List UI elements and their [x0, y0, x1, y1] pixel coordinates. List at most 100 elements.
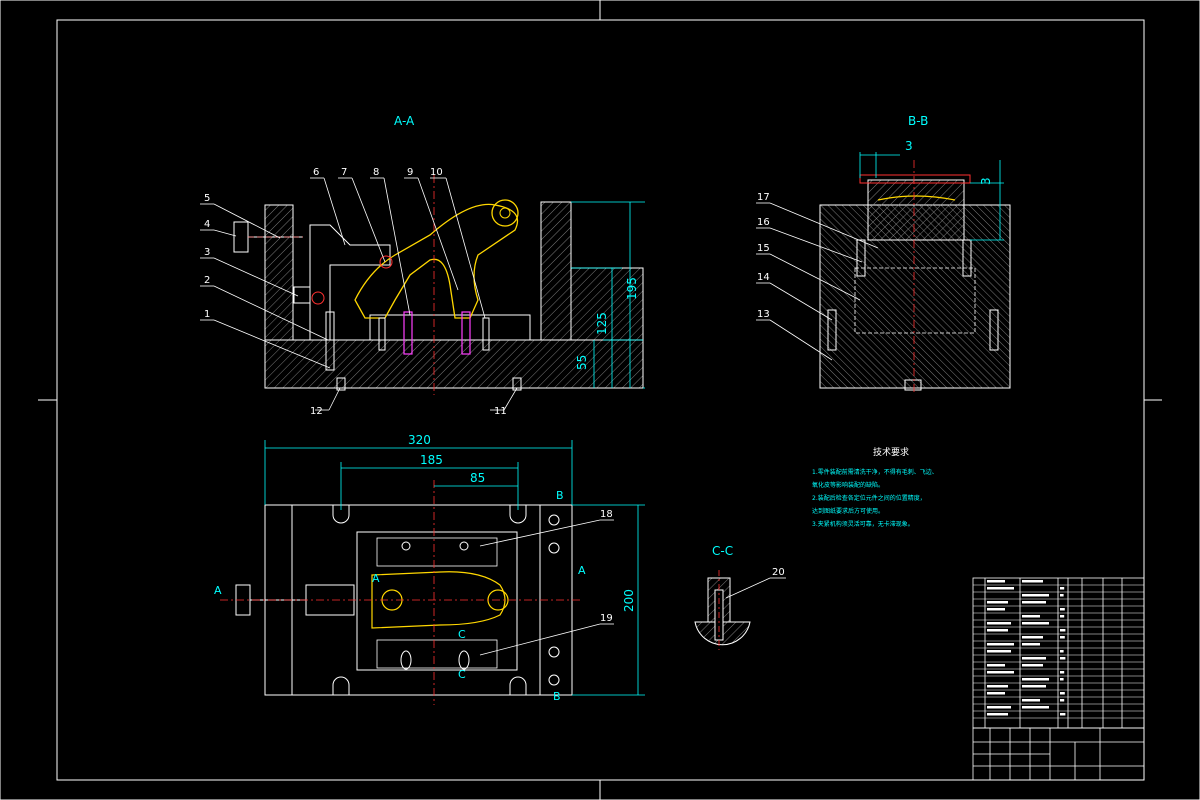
- bom-cell-text-mark: [1060, 699, 1065, 702]
- section-cc-title: C-C: [712, 544, 733, 558]
- part-label-10: 10: [430, 167, 443, 178]
- pivot-circle: [379, 255, 393, 269]
- bom-cell-text-mark: [1060, 587, 1065, 590]
- part-label-1: 1: [204, 309, 210, 320]
- bom-cell-text-mark: [987, 643, 1014, 646]
- workpiece-boss: [491, 199, 519, 227]
- bom-cell-text-mark: [1060, 629, 1066, 632]
- part-label-16: 16: [757, 217, 770, 228]
- part-label-3: 3: [204, 247, 210, 258]
- workpiece-hole: [499, 207, 511, 219]
- bom-cell-text-mark: [1060, 636, 1065, 639]
- bom-cell-text-mark: [1022, 706, 1049, 709]
- workpiece-lever: [354, 203, 519, 319]
- right-column: [540, 201, 572, 341]
- mark-b-top: B: [556, 489, 564, 502]
- bom-cell-text-mark: [987, 706, 1011, 709]
- bom-cell-text-mark: [1022, 685, 1046, 688]
- tech-req-line-3: 达到图纸要求后方可使用。: [812, 507, 884, 515]
- nut-3: [293, 286, 311, 304]
- bb-top-plate: [867, 179, 965, 241]
- aa-dimension-lines: [571, 201, 645, 389]
- part-label-17: 17: [757, 192, 770, 203]
- bom-cell-text-mark: [1060, 713, 1066, 716]
- bom-cell-text-mark: [1060, 650, 1064, 653]
- tech-req-line-4: 3.夹紧机构须灵活可靠，无卡滞现象。: [812, 520, 914, 528]
- base-screws: [378, 317, 490, 351]
- bb-workpiece: [877, 195, 956, 201]
- dim-185: 185: [420, 453, 443, 467]
- top-fixture-plate: [356, 531, 518, 671]
- mark-a-small: A: [372, 572, 380, 585]
- bom-cell-text-mark: [1022, 601, 1046, 604]
- section-aa-title: A-A: [394, 114, 415, 128]
- bom-cell-text-mark: [987, 601, 1008, 604]
- bom-cell-text-mark: [1060, 657, 1066, 660]
- bom-text-marks: [987, 580, 1066, 716]
- bom-cell-text-mark: [1060, 671, 1065, 674]
- top-view: 320 185 85 200 A A A B B C C 18 19: [214, 433, 645, 705]
- part-label-8: 8: [373, 167, 379, 178]
- bom-cell-text-mark: [1022, 664, 1043, 667]
- bom-cell-text-mark: [987, 629, 1008, 632]
- tech-req-title: 技术要求: [873, 446, 909, 458]
- part-label-14: 14: [757, 272, 770, 283]
- part-label-13: 13: [757, 309, 770, 320]
- dim-200: 200: [622, 589, 636, 612]
- knob-4: [233, 221, 249, 253]
- aa-leaders: [200, 177, 518, 411]
- technical-requirements: 技术要求 1.零件装配前需清洗干净，不得有毛刺、飞边、 氧化皮等影响装配的缺陷。…: [812, 446, 938, 528]
- bom-cell-text-mark: [1022, 594, 1049, 597]
- clamp-body: [309, 224, 391, 341]
- bom-cell-text-mark: [1060, 615, 1065, 618]
- mark-a-left: A: [214, 584, 222, 597]
- part-label-4: 4: [204, 219, 210, 230]
- dim-55: 55: [575, 355, 589, 370]
- dim-125: 125: [595, 312, 609, 335]
- bom-cell-text-mark: [987, 692, 1005, 695]
- top-holes: [400, 514, 560, 686]
- part-label-12: 12: [310, 406, 323, 417]
- part-label-6: 6: [313, 167, 319, 178]
- bom-cell-text-mark: [987, 713, 1008, 716]
- mark-a-right: A: [578, 564, 586, 577]
- bom-cell-text-mark: [1022, 678, 1049, 681]
- bom-cell-text-mark: [1022, 580, 1043, 583]
- top-slots: [332, 505, 527, 695]
- foot-keys: [336, 377, 522, 391]
- left-upright: [264, 204, 294, 341]
- dim-85: 85: [470, 471, 485, 485]
- locating-pins: [403, 311, 471, 355]
- bom-cell-text-mark: [1022, 622, 1049, 625]
- locating-plate: [369, 314, 531, 341]
- part-label-15: 15: [757, 243, 770, 254]
- bom-cell-text-mark: [1060, 608, 1065, 611]
- top-workpiece: [371, 571, 506, 629]
- bom-cell-text-mark: [1022, 657, 1046, 660]
- mark-b-bottom: B: [553, 690, 561, 703]
- part-label-9: 9: [407, 167, 413, 178]
- section-cc-view: C-C 20: [694, 544, 786, 650]
- bb-screws: [827, 239, 999, 391]
- part-label-7: 7: [341, 167, 347, 178]
- bom-cell-text-mark: [987, 580, 1005, 583]
- dim-195: 195: [625, 277, 639, 300]
- bom-cell-text-mark: [1060, 692, 1065, 695]
- title-block: [972, 727, 1145, 781]
- bb-dim-3-top: 3: [905, 139, 913, 153]
- part-label-5: 5: [204, 193, 210, 204]
- tech-req-line-2: 2.装配后检查各定位元件之间的位置精度，: [812, 494, 926, 502]
- bb-dimension-lines: [859, 152, 1004, 241]
- bom-cell-text-mark: [987, 608, 1005, 611]
- bom-cell-text-mark: [1060, 678, 1064, 681]
- bolt-1: [325, 311, 335, 371]
- bom-cell-text-mark: [1022, 699, 1040, 702]
- mark-c-bottom: C: [458, 668, 466, 681]
- section-bb-title: B-B: [908, 114, 928, 128]
- bom-cell-text-mark: [1022, 615, 1040, 618]
- bom-cell-text-mark: [987, 622, 1011, 625]
- part-label-2: 2: [204, 275, 210, 286]
- part-label-18: 18: [600, 509, 613, 520]
- part-label-20: 20: [772, 567, 785, 578]
